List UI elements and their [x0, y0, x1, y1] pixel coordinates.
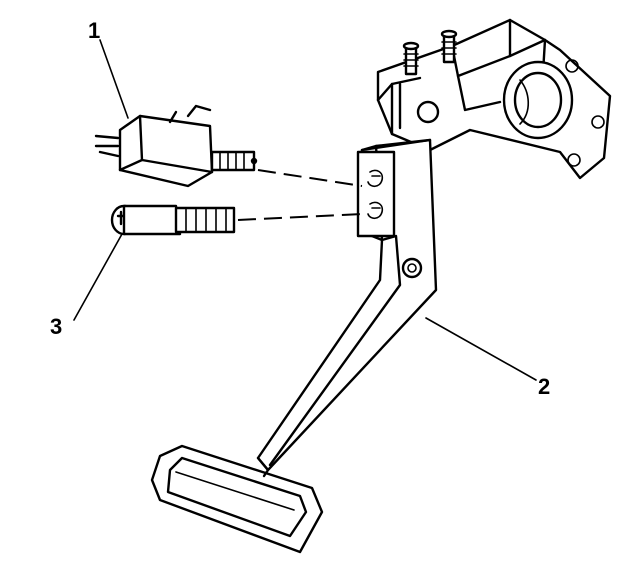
mounting-stud [440, 29, 458, 64]
callout-1: 1 [88, 18, 100, 43]
cruise-control-switch [110, 204, 236, 236]
mounting-stud [402, 41, 420, 76]
pedal-arm [256, 138, 438, 472]
callout-2: 2 [538, 374, 550, 399]
pedal-pad [150, 444, 324, 554]
pedal-bracket [376, 18, 612, 180]
alignment-line-switch-3 [237, 213, 363, 221]
leader-line-2 [425, 317, 537, 381]
stop-lamp-switch [94, 104, 258, 188]
callout-3: 3 [50, 314, 62, 339]
alignment-line-switch-1 [257, 169, 363, 187]
leader-line-1 [99, 39, 129, 119]
leader-line-3 [73, 233, 123, 321]
